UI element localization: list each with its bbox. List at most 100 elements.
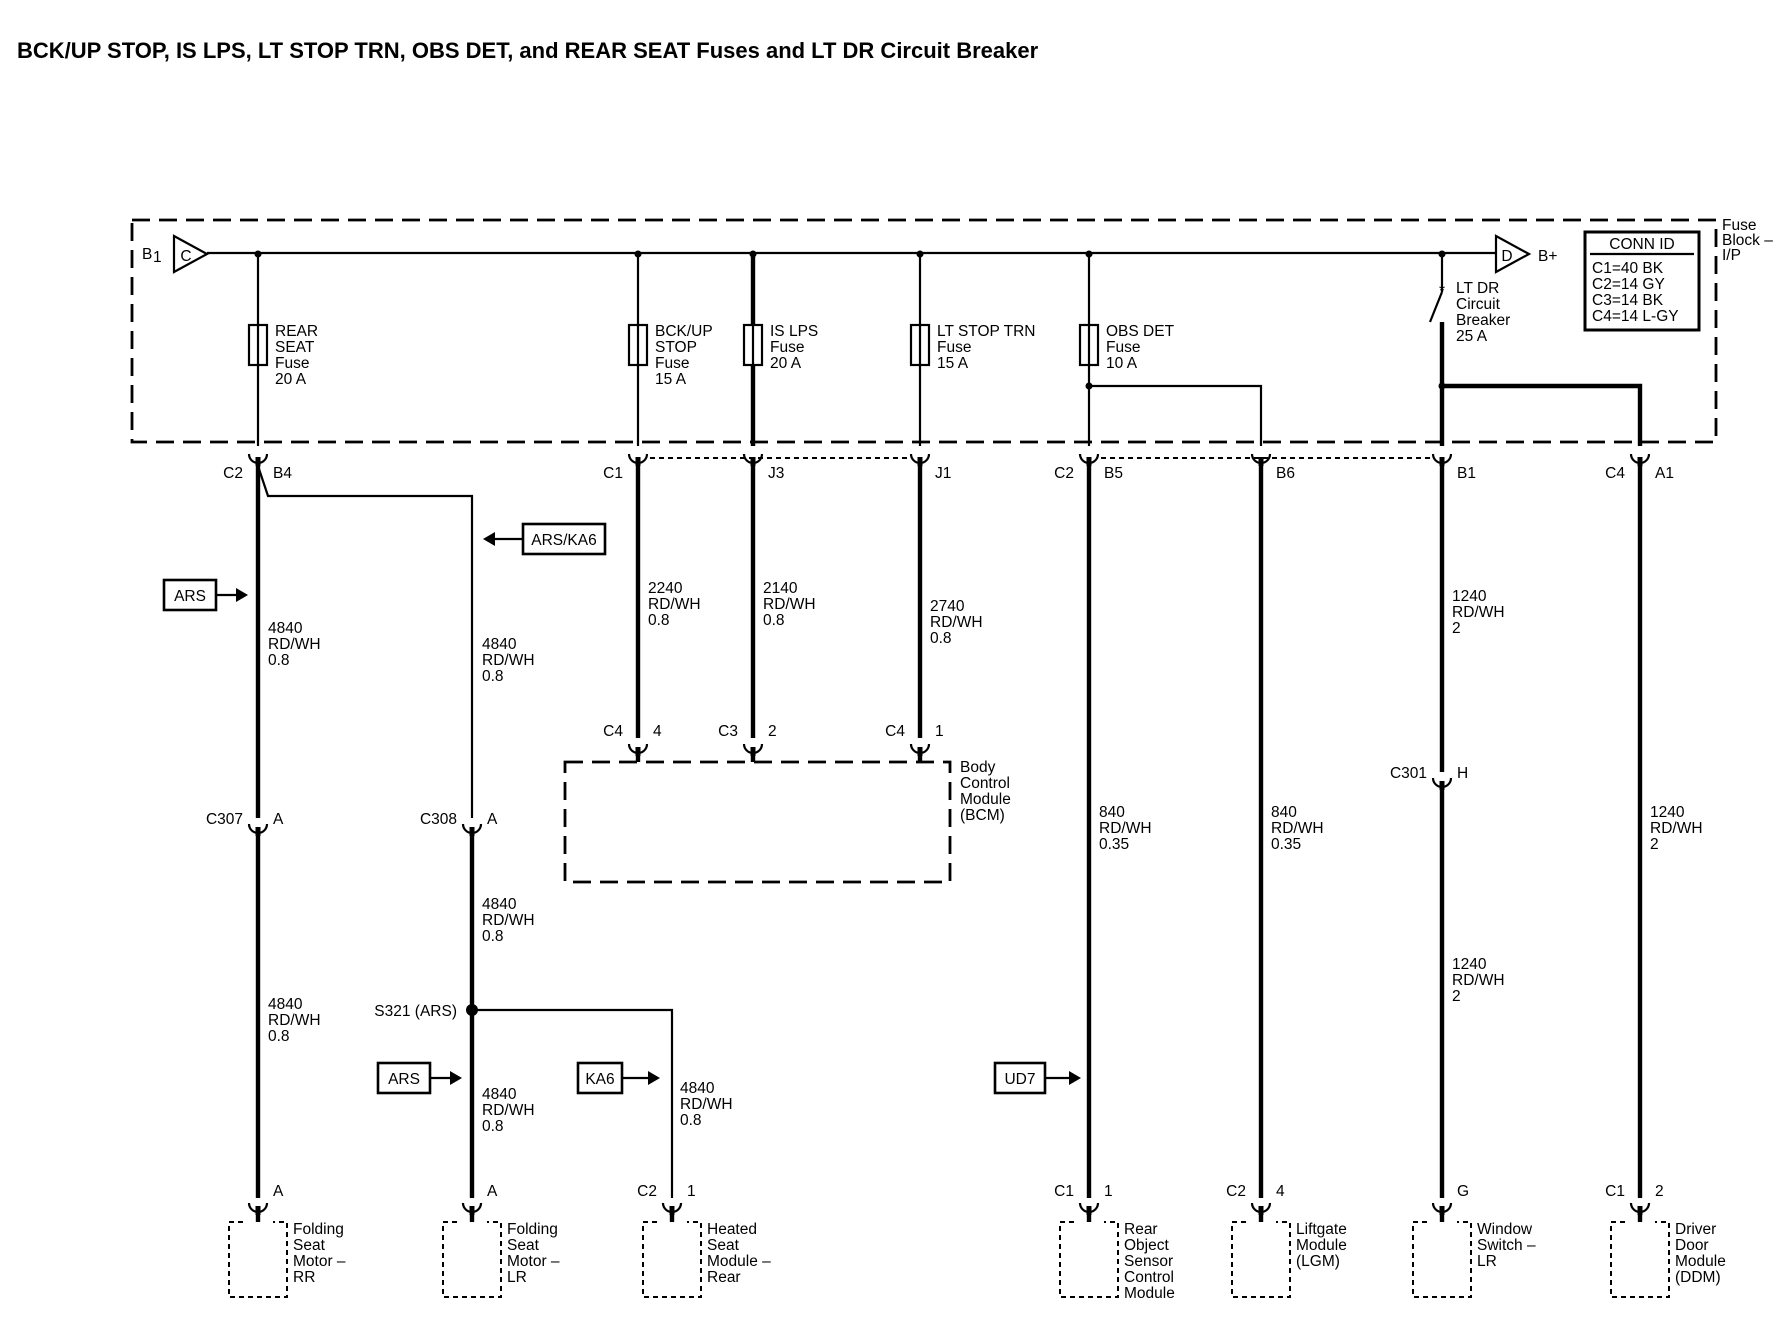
fuse-label: BCK/UP [655, 323, 713, 340]
bplus-label: B+ [1538, 248, 1557, 265]
component-label: Rear [1124, 1221, 1158, 1238]
wire-label: RD/WH [930, 614, 983, 631]
wire-label: 0.35 [1271, 836, 1301, 853]
wire-label: 0.8 [268, 1028, 290, 1045]
component-label: (LGM) [1296, 1253, 1340, 1270]
component-label: Switch – [1477, 1237, 1536, 1254]
wire-label: 1240 [1650, 804, 1685, 821]
bcm-label: (BCM) [960, 807, 1005, 824]
wire-label: 2 [1452, 988, 1461, 1005]
component-label: Liftgate [1296, 1221, 1347, 1238]
wire-label: 4840 [680, 1080, 715, 1097]
wire-label: 840 [1271, 804, 1297, 821]
component-label: Module [1675, 1253, 1726, 1270]
fuse-block-pin-label: J3 [768, 465, 784, 482]
wire-label: RD/WH [268, 636, 321, 653]
fuse-label: REAR [275, 323, 318, 340]
fuse-label: LT STOP TRN [937, 323, 1036, 340]
connector-pin [1258, 457, 1264, 466]
output-connector-icon [1494, 234, 1532, 274]
wire-label: 2740 [930, 598, 965, 615]
splice-dot [1438, 382, 1446, 390]
fuse-label: Fuse [655, 355, 689, 372]
option-tag-label: UD7 [1004, 1071, 1035, 1088]
source-connector-icon [172, 234, 210, 274]
conn-id-row: C4=14 L-GY [1592, 308, 1679, 325]
obs-branch-line [1089, 384, 1263, 446]
option-tag-label: ARS/KA6 [531, 532, 596, 549]
wire-label: 0.8 [268, 652, 290, 669]
wire-label: 4840 [482, 636, 517, 653]
connector-pin [635, 747, 641, 756]
bcm-pin-label: 1 [935, 723, 944, 740]
inline-conn-label: C308 [420, 811, 457, 828]
connector-pin [255, 1206, 261, 1215]
wire-label: 1240 [1452, 588, 1487, 605]
wire-label: RD/WH [268, 1012, 321, 1029]
fuse-label: Fuse [770, 339, 804, 356]
option-tag-label: ARS [388, 1071, 420, 1088]
option-tag-box [993, 1061, 1047, 1095]
bcm-conn-label: C4 [885, 723, 905, 740]
component-outline-path [1231, 1221, 1291, 1298]
fuse-label: 15 A [655, 371, 687, 388]
option-tag-box [521, 522, 607, 556]
bus-tap-dot [916, 250, 924, 258]
fuse-block-conn-label: C2 [1054, 465, 1074, 482]
arrow-icon-head [236, 588, 248, 602]
inline-pin-label: H [1457, 765, 1468, 782]
component-outline [228, 1221, 288, 1298]
connector-pin [750, 747, 756, 756]
component-label: Module [1296, 1237, 1347, 1254]
component-outline-path [442, 1221, 502, 1298]
component-label: LR [1477, 1253, 1497, 1270]
bus-tap-dot [634, 250, 642, 258]
component-pin-label: A [487, 1183, 498, 1200]
component-pin-label: A [273, 1183, 284, 1200]
fuse-label: 10 A [1106, 355, 1138, 372]
wire-label: RD/WH [1271, 820, 1324, 837]
component-pin-label: G [1457, 1183, 1469, 1200]
splice-dot [1085, 382, 1093, 390]
component-outline [1610, 1221, 1670, 1298]
component-label: Motor – [293, 1253, 346, 1270]
bcm-pin-label: 4 [653, 723, 662, 740]
component-label: Object [1124, 1237, 1169, 1254]
inline-conn-label: C307 [206, 811, 243, 828]
connector-pin [750, 457, 756, 466]
breaker-asterisk: * [1439, 283, 1445, 300]
bus-tap-dot [749, 250, 757, 258]
bcm-pin-label: 2 [768, 723, 777, 740]
fuse-label: IS LPS [770, 323, 818, 340]
wire-label: RD/WH [680, 1096, 733, 1113]
component-pin-label: 2 [1655, 1183, 1664, 1200]
wire-label: 4840 [268, 996, 303, 1013]
conn-id-row: C2=14 GY [1592, 276, 1665, 293]
bus-tap-dot [254, 250, 262, 258]
component-label: Sensor [1124, 1253, 1173, 1270]
fuse-block-name: Block – [1722, 232, 1773, 249]
component-outline-path [228, 1221, 288, 1298]
fuse-label: 15 A [937, 355, 969, 372]
breaker-label: LT DR [1456, 280, 1499, 297]
wire-4840-lr [256, 465, 474, 818]
component-label: Seat [507, 1237, 540, 1254]
fuse-block-outline [130, 218, 1718, 444]
fuse-label: Fuse [275, 355, 309, 372]
connector-pin [1086, 1206, 1092, 1215]
component-conn-label: C1 [1605, 1183, 1625, 1200]
arrow-icon-head [648, 1071, 660, 1085]
wire-label: 2 [1650, 836, 1659, 853]
bcm-label: Module [960, 791, 1011, 808]
fuse-block-pin-label: B1 [1457, 465, 1476, 482]
fuse-label: OBS DET [1106, 323, 1175, 340]
wire-label: 1240 [1452, 956, 1487, 973]
wire-label: 4840 [482, 896, 517, 913]
wire-label: RD/WH [1452, 972, 1505, 989]
component-conn-label: C1 [1054, 1183, 1074, 1200]
arrow-icon-head [450, 1071, 462, 1085]
bcm-label: Control [960, 775, 1010, 792]
fuse-label: 20 A [275, 371, 307, 388]
breaker-switch-icon [1428, 291, 1444, 323]
component-label: Motor – [507, 1253, 560, 1270]
